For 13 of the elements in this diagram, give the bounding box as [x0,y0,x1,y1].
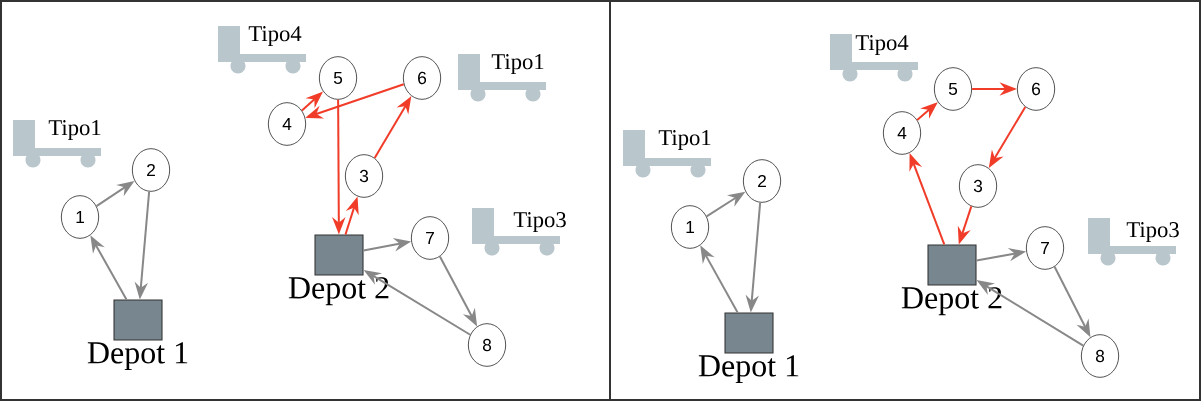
truck-label: Tipo4 [248,26,302,46]
node-label: Depot 1 [698,355,799,384]
depot-box: Depot 1 [698,312,799,384]
truck-label: Tipo1 [491,54,544,74]
truck-label: Tipo4 [855,35,909,55]
truck-label: Tipo1 [658,130,711,150]
node-label: Depot 2 [288,277,389,306]
truck-label: Tipo3 [513,212,566,232]
depot-box: Depot 1 [87,299,188,371]
truck-label: Tipo3 [1126,222,1179,242]
node-label: Depot 1 [87,342,188,371]
truck-label: Tipo1 [48,120,101,140]
depot-box: Depot 2 [288,234,389,306]
